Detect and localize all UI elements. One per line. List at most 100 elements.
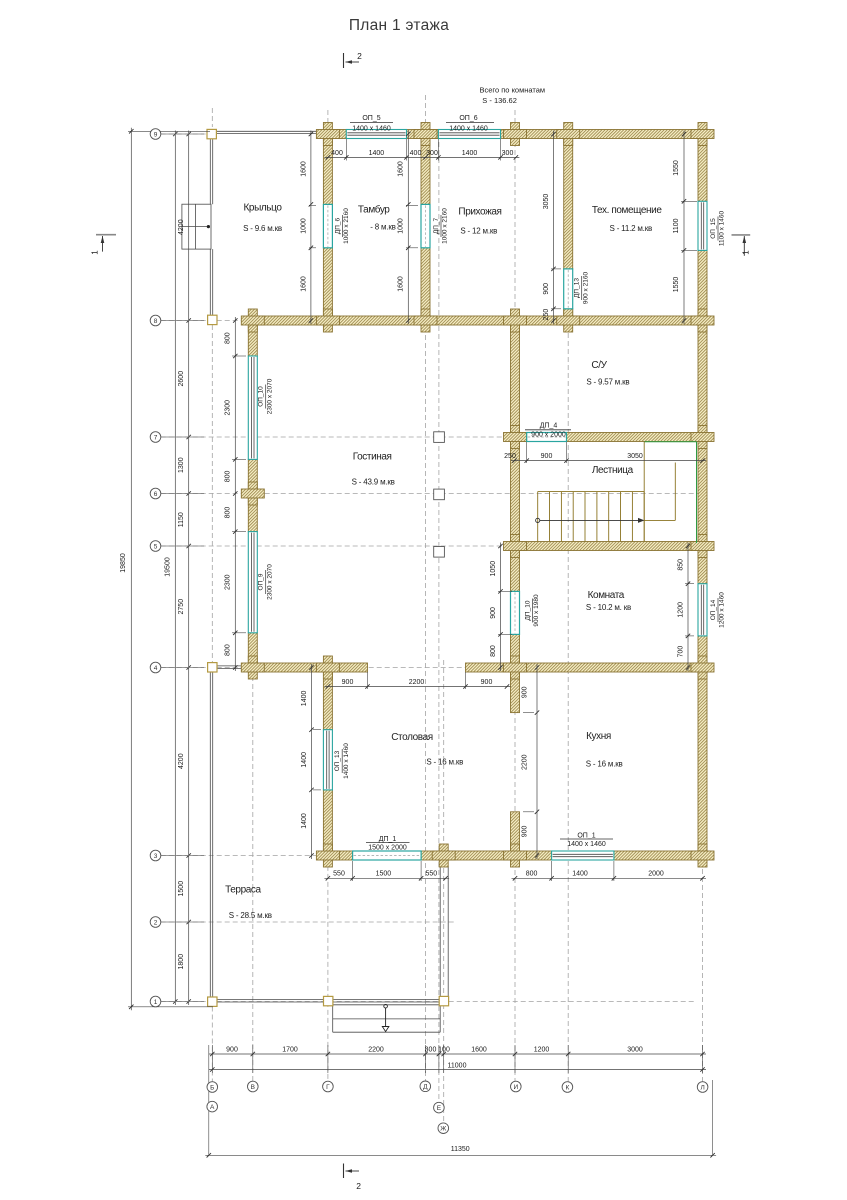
svg-text:1100: 1100 xyxy=(673,218,680,233)
svg-text:2300 х 2070: 2300 х 2070 xyxy=(266,564,273,600)
svg-text:Б: Б xyxy=(210,1084,214,1091)
svg-text:1400 х 1460: 1400 х 1460 xyxy=(567,841,606,848)
svg-text:400: 400 xyxy=(410,150,422,157)
svg-text:S - 28.5 м.кв: S - 28.5 м.кв xyxy=(229,911,272,920)
svg-text:6: 6 xyxy=(154,491,158,498)
svg-text:3050: 3050 xyxy=(627,453,643,460)
svg-text:1600: 1600 xyxy=(300,276,307,292)
svg-text:4200: 4200 xyxy=(178,219,185,235)
svg-text:550: 550 xyxy=(425,871,437,878)
svg-text:900 х 2160: 900 х 2160 xyxy=(582,272,589,305)
svg-text:900 х 1980: 900 х 1980 xyxy=(533,594,540,627)
svg-text:900: 900 xyxy=(543,283,550,295)
svg-text:2300 х 2070: 2300 х 2070 xyxy=(266,378,273,414)
svg-text:1400: 1400 xyxy=(462,150,478,157)
svg-text:850: 850 xyxy=(677,559,684,571)
svg-text:ДП_4: ДП_4 xyxy=(540,422,558,429)
svg-text:11000: 11000 xyxy=(448,1062,467,1069)
svg-text:ДП_1: ДП_1 xyxy=(379,836,397,843)
svg-text:1400: 1400 xyxy=(301,752,308,768)
svg-text:Л: Л xyxy=(700,1084,704,1091)
svg-text:1600: 1600 xyxy=(398,276,405,292)
svg-text:1600: 1600 xyxy=(398,161,405,177)
svg-text:900: 900 xyxy=(226,1047,238,1054)
svg-text:1: 1 xyxy=(741,250,750,255)
svg-text:2000: 2000 xyxy=(648,871,664,878)
svg-text:900: 900 xyxy=(342,679,354,686)
svg-text:2300: 2300 xyxy=(225,400,232,416)
svg-text:С/У: С/У xyxy=(591,360,607,371)
svg-text:ОП_9: ОП_9 xyxy=(258,573,265,590)
svg-text:1800: 1800 xyxy=(178,954,185,970)
svg-text:Столовая: Столовая xyxy=(391,732,433,743)
svg-text:1200: 1200 xyxy=(534,1047,550,1054)
svg-text:800: 800 xyxy=(490,645,497,657)
svg-text:Ж: Ж xyxy=(440,1126,446,1133)
svg-text:S - 12 м.кв: S - 12 м.кв xyxy=(460,227,497,236)
svg-text:800: 800 xyxy=(225,332,232,344)
svg-text:S - 9.57 м.кв: S - 9.57 м.кв xyxy=(586,377,629,386)
svg-text:1700: 1700 xyxy=(282,1047,298,1054)
svg-text:1000 х 2160: 1000 х 2160 xyxy=(442,208,449,244)
svg-text:ОП_10: ОП_10 xyxy=(258,386,265,407)
svg-text:4: 4 xyxy=(154,665,158,672)
svg-text:1400 х 1460: 1400 х 1460 xyxy=(352,125,391,132)
svg-text:S - 43.9 м.кв: S - 43.9 м.кв xyxy=(352,478,395,487)
svg-text:1000: 1000 xyxy=(398,218,405,234)
svg-text:1000: 1000 xyxy=(300,218,307,234)
svg-text:Кухня: Кухня xyxy=(586,731,611,742)
svg-text:1400 х 1460: 1400 х 1460 xyxy=(449,125,488,132)
svg-text:19500: 19500 xyxy=(164,557,171,577)
svg-text:Е: Е xyxy=(437,1105,442,1112)
svg-text:700: 700 xyxy=(677,646,684,658)
svg-text:Тех. помещение: Тех. помещение xyxy=(592,205,662,216)
svg-text:ДП_6: ДП_6 xyxy=(334,217,341,234)
svg-text:ДП_7: ДП_7 xyxy=(433,217,440,234)
svg-text:ОП_1: ОП_1 xyxy=(577,832,595,839)
svg-text:Лестница: Лестница xyxy=(592,465,634,476)
svg-text:900: 900 xyxy=(541,453,553,460)
svg-text:ОП_5: ОП_5 xyxy=(362,115,380,122)
svg-text:2750: 2750 xyxy=(178,599,185,615)
svg-text:9: 9 xyxy=(154,131,158,138)
svg-text:300: 300 xyxy=(425,1047,437,1054)
svg-text:1050: 1050 xyxy=(490,561,497,577)
svg-text:800: 800 xyxy=(225,644,232,656)
svg-text:1400: 1400 xyxy=(572,871,588,878)
svg-text:2: 2 xyxy=(357,51,362,61)
svg-text:1200 х 1460: 1200 х 1460 xyxy=(719,592,726,628)
svg-text:1400: 1400 xyxy=(301,813,308,829)
svg-text:Тамбур: Тамбур xyxy=(358,204,390,216)
svg-text:3000: 3000 xyxy=(627,1047,643,1054)
svg-text:7: 7 xyxy=(154,434,158,441)
svg-text:2200: 2200 xyxy=(368,1047,384,1054)
svg-text:S - 10.2 м. кв: S - 10.2 м. кв xyxy=(586,603,631,612)
svg-text:800: 800 xyxy=(225,470,232,482)
svg-text:- 8 м.кв: - 8 м.кв xyxy=(370,223,395,232)
svg-text:Терраса: Терраса xyxy=(225,885,261,896)
svg-text:Гостиная: Гостиная xyxy=(353,452,392,463)
svg-text:S - 9.6 м.кв: S - 9.6 м.кв xyxy=(243,224,282,233)
svg-text:1400: 1400 xyxy=(369,150,385,157)
svg-text:250: 250 xyxy=(504,453,516,460)
svg-text:1000 х 2160: 1000 х 2160 xyxy=(343,208,350,244)
svg-text:1400 х 1460: 1400 х 1460 xyxy=(343,743,350,779)
svg-text:1500: 1500 xyxy=(178,881,185,897)
svg-text:2600: 2600 xyxy=(178,371,185,387)
svg-text:900: 900 xyxy=(522,686,529,698)
svg-text:ДП_13: ДП_13 xyxy=(574,278,581,298)
svg-text:S - 136.62: S - 136.62 xyxy=(482,96,517,105)
svg-text:Д: Д xyxy=(423,1084,428,1091)
svg-text:900: 900 xyxy=(522,825,529,837)
svg-text:1: 1 xyxy=(90,250,99,255)
svg-text:3050: 3050 xyxy=(543,194,550,210)
svg-text:1300: 1300 xyxy=(178,457,185,473)
svg-text:2200: 2200 xyxy=(522,754,529,770)
svg-text:ДП_10: ДП_10 xyxy=(524,600,531,620)
svg-text:2: 2 xyxy=(154,919,158,926)
svg-text:100: 100 xyxy=(438,1047,450,1054)
svg-text:11350: 11350 xyxy=(451,1146,470,1153)
svg-text:250: 250 xyxy=(543,309,550,321)
svg-text:300: 300 xyxy=(502,150,514,157)
svg-text:1100 х 1460: 1100 х 1460 xyxy=(719,210,726,246)
